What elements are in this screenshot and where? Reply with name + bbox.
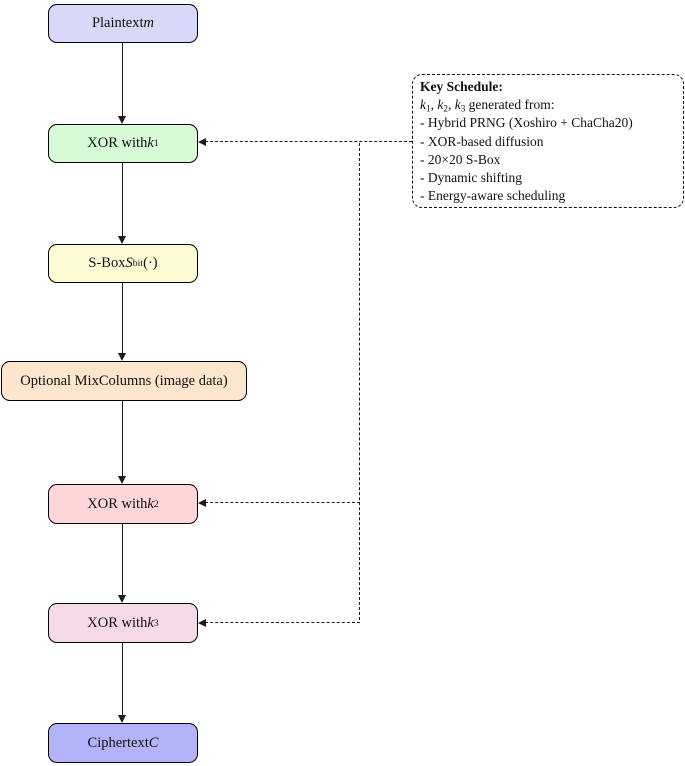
- arrow-mixcolumns-to-xork2: [118, 401, 127, 484]
- dashed-arrow-keyschedule-to-xork1: [198, 138, 412, 147]
- key-schedule-item-3: - 20×20 S-Box: [420, 151, 501, 167]
- arrow-xork2-to-xork3: [118, 524, 127, 603]
- arrow-sbox-to-mixcolumns: [118, 283, 127, 361]
- node-mixcolumns: Optional MixColumns (image data): [1, 361, 247, 401]
- key-schedule-item-2: - XOR-based diffusion: [420, 133, 544, 149]
- key-schedule-intro: k1, k2, k3 generated from:: [420, 97, 555, 114]
- arrowhead-down-icon: [118, 236, 126, 244]
- arrowhead-down-icon: [118, 353, 126, 361]
- key-schedule-item-4: - Dynamic shifting: [420, 169, 522, 185]
- arrowhead-left-icon: [198, 619, 206, 627]
- node-plaintext: Plaintext m: [48, 4, 198, 43]
- node-ciphertext: Ciphertext C: [48, 723, 198, 763]
- arrow-plaintext-to-xork1: [118, 43, 127, 124]
- arrowhead-down-icon: [118, 595, 126, 603]
- arrow-xork1-to-sbox: [118, 163, 127, 244]
- arrowhead-down-icon: [118, 476, 126, 484]
- arrow-xork3-to-ciphertext: [118, 643, 127, 723]
- arrowhead-left-icon: [198, 499, 206, 507]
- arrowhead-down-icon: [118, 116, 126, 124]
- dashed-arrow-keyschedule-to-xork3: [198, 619, 360, 628]
- dashed-vertical-connector: [359, 143, 360, 620]
- arrowhead-left-icon: [198, 138, 206, 146]
- arrowhead-down-icon: [118, 715, 126, 723]
- dashed-arrow-keyschedule-to-xork2: [198, 499, 360, 508]
- key-schedule-box: Key Schedule: k1, k2, k3 generated from:…: [412, 74, 684, 208]
- key-schedule-item-5: - Energy-aware scheduling: [420, 188, 566, 204]
- key-schedule-title: Key Schedule:: [420, 79, 503, 94]
- key-schedule-item-1: - Hybrid PRNG (Xoshiro + ChaCha20): [420, 115, 633, 131]
